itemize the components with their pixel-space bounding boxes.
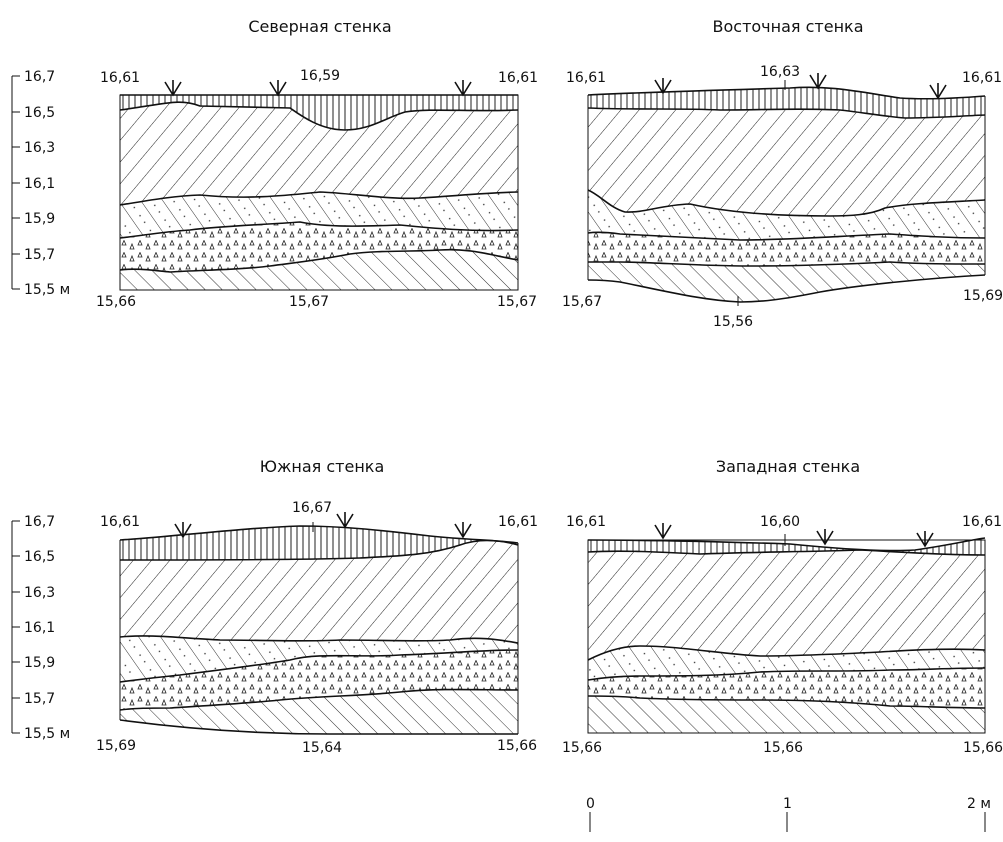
elevation-label: 16,67	[292, 500, 332, 516]
layer-clay	[120, 689, 518, 734]
layer-clay	[588, 696, 985, 733]
elevation-label: 15,66	[497, 738, 537, 754]
elevation-label: 16,61	[498, 70, 538, 86]
elevation-label: 15,67	[289, 294, 329, 310]
elevation-label: 16,61	[566, 70, 606, 86]
elevation-label: 15,64	[302, 740, 342, 756]
elevation-label: 16,60	[760, 514, 800, 530]
elevation-label: 15,66	[562, 740, 602, 756]
layer-clay	[120, 249, 518, 290]
elevation-label: 16,61	[100, 70, 140, 86]
panel-title: Южная стенка	[260, 457, 385, 476]
groundwater-marker-icon	[454, 522, 472, 539]
axis-tick-label: 15,9	[24, 211, 55, 227]
elevation-label: 15,69	[963, 288, 1003, 304]
groundwater-marker-icon	[916, 531, 934, 548]
axis-tick-label: 15,5 м	[24, 726, 70, 742]
panel-title: Северная стенка	[248, 17, 391, 36]
elevation-label: 16,61	[962, 514, 1002, 530]
layer-loam	[588, 108, 985, 216]
layer-topsoil	[120, 95, 518, 130]
groundwater-marker-icon	[929, 83, 947, 100]
scale-bar: 0 1 2 м	[586, 796, 991, 832]
panel-title: Западная стенка	[716, 457, 860, 476]
axis-tick-label: 15,7	[24, 247, 55, 263]
scale-label: 1	[783, 796, 792, 812]
elevation-label: 16,61	[962, 70, 1002, 86]
groundwater-marker-icon	[654, 523, 672, 540]
elevation-label: 15,67	[497, 294, 537, 310]
groundwater-marker-icon	[816, 529, 834, 546]
north-wall-profile: Северная стенка 16,61 16,59 16,61 15,66 …	[96, 17, 538, 310]
elevation-axis-top: 16,7 16,5 16,3 16,1 15,9 15,7 15,5 м	[11, 69, 70, 298]
groundwater-marker-icon	[809, 73, 827, 90]
panel-title: Восточная стенка	[713, 17, 864, 36]
layer-topsoil	[588, 87, 985, 118]
layer-gravel	[120, 650, 518, 710]
axis-tick-label: 16,1	[24, 176, 55, 192]
west-wall-profile: Западная стенка 16,61 16,60 16,61 15,66 …	[562, 457, 1003, 756]
layer-gravel	[120, 222, 518, 272]
elevation-axis-bottom: 16,7 16,5 16,3 16,1 15,9 15,7 15,5 м	[11, 514, 70, 742]
layer-clay	[588, 262, 985, 302]
elevation-label: 15,67	[562, 294, 602, 310]
elevation-label: 15,69	[96, 738, 136, 754]
elevation-label: 15,56	[713, 314, 753, 330]
axis-tick-label: 16,1	[24, 620, 55, 636]
layer-gravel	[588, 668, 985, 708]
layer-sandy-loam	[588, 646, 985, 680]
east-wall-profile: Восточная стенка 16,61 16,63 16,61 15,67…	[562, 17, 1003, 330]
axis-tick-label: 15,7	[24, 691, 55, 707]
layer-loam	[120, 102, 518, 205]
axis-tick-label: 16,5	[24, 549, 55, 565]
axis-tick-label: 15,5 м	[24, 282, 70, 298]
layer-loam	[588, 550, 985, 660]
elevation-label: 16,61	[498, 514, 538, 530]
scale-label: 2 м	[967, 796, 991, 812]
axis-tick-label: 16,5	[24, 105, 55, 121]
groundwater-marker-icon	[654, 78, 672, 95]
south-wall-profile: Южная стенка 16,61 16,67 16,61 15,69 15,…	[96, 457, 538, 756]
axis-tick-label: 16,3	[24, 140, 55, 156]
elevation-label: 16,61	[566, 514, 606, 530]
axis-tick-label: 16,3	[24, 585, 55, 601]
layer-sandy-loam	[120, 635, 518, 682]
axis-tick-label: 16,7	[24, 69, 55, 85]
elevation-label: 16,61	[100, 514, 140, 530]
axis-tick-label: 16,7	[24, 514, 55, 530]
groundwater-marker-icon	[174, 522, 192, 539]
elevation-label: 15,66	[96, 294, 136, 310]
elevation-label: 15,66	[763, 740, 803, 756]
groundwater-marker-icon	[336, 512, 354, 529]
groundwater-marker-icon	[164, 80, 182, 97]
layer-sandy-loam	[588, 190, 985, 240]
scale-label: 0	[586, 796, 595, 812]
groundwater-marker-icon	[269, 80, 287, 97]
groundwater-marker-icon	[454, 80, 472, 97]
elevation-label: 16,59	[300, 68, 340, 84]
elevation-label: 16,63	[760, 64, 800, 80]
elevation-label: 15,66	[963, 740, 1003, 756]
axis-tick-label: 15,9	[24, 655, 55, 671]
layer-topsoil	[120, 526, 518, 560]
layer-gravel	[588, 232, 985, 266]
layer-loam	[120, 540, 518, 643]
